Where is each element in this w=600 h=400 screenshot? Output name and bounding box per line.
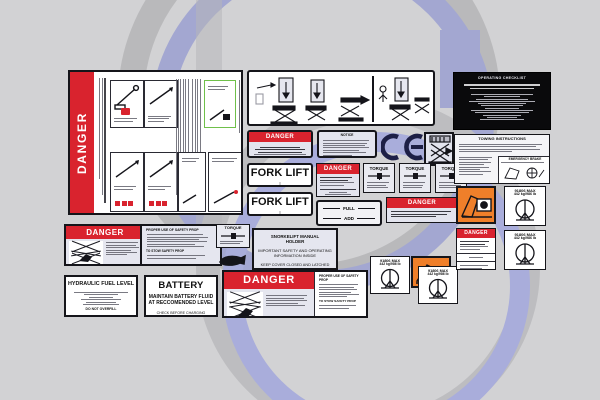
pinch-point-icon-1	[460, 195, 492, 218]
load-capacity-1-subtitle: 442 kg/986 lb	[513, 192, 537, 197]
load-capacity-2-subtitle: 442 kg/986 lb	[513, 236, 537, 241]
decal-danger-fall-hazard[interactable]: DANGER	[456, 228, 496, 270]
load-capacity-icon-3	[380, 268, 400, 289]
towing-instructions-title: TOWING INSTRUCTIONS	[478, 136, 526, 141]
decal-torque-2[interactable]: TORQUE	[399, 163, 431, 193]
battery-line1: MAINTAIN BATTERY FLUID	[148, 293, 214, 300]
decal-load-capacity-3[interactable]: 91806 MAX 442 kg/986 lb	[370, 256, 410, 294]
torque-left-icon	[221, 232, 245, 239]
decal-pictogram-strip[interactable]	[247, 70, 435, 126]
main-danger-pictogram-1	[110, 80, 144, 128]
manual-holder-line5: KEEP COVER CLOSED AND LATCHED	[260, 263, 330, 268]
manual-holder-line3: IMPORTANT SAFETY AND OPERATING	[258, 248, 332, 254]
towing-emergency-brake-title: EMERGENCY BRAKE	[508, 156, 542, 161]
fluid-level-add-label: ADD	[344, 216, 354, 221]
load-capacity-icon-4	[428, 278, 448, 299]
battery-line2: AT RECCOMENDED LEVEL	[148, 299, 214, 306]
fork-lift-1-label: FORK LIFT	[250, 167, 310, 179]
decal-battery[interactable]: BATTERY MAINTAIN BATTERY FLUID AT RECCOM…	[144, 275, 218, 317]
danger-electrocution-title: DANGER	[249, 132, 311, 142]
decal-horn-icon[interactable]	[217, 252, 249, 270]
safety-prop-left-section2: TO STOW SAFETY PROP	[146, 249, 185, 254]
danger-tipover-title: DANGER	[317, 164, 359, 174]
danger-fall-hazard-title: DANGER	[457, 229, 495, 238]
main-danger-sub-box	[178, 152, 206, 212]
torque-left-title: TORQUE	[224, 225, 242, 230]
pictogram-strip-graphics	[255, 76, 430, 124]
notice-block-title: NOTICE	[340, 133, 354, 137]
load-capacity-4-title: 91806 MAX	[427, 269, 449, 273]
decal-danger-tipover[interactable]: DANGER	[316, 163, 360, 197]
load-capacity-icon-2	[515, 243, 535, 265]
decal-danger-crush-right[interactable]: DANGER	[222, 270, 368, 318]
decal-torque-1[interactable]: TORQUE	[363, 163, 395, 193]
decal-load-capacity-2[interactable]: 91806 MAX 442 kg/986 lb	[504, 230, 546, 270]
main-danger-body-col-3	[236, 80, 241, 140]
decal-safety-prop-left[interactable]: PROPER USE OF SAFETY PROP TO STOW SAFETY…	[140, 224, 222, 266]
ce-mark-icon	[381, 133, 423, 161]
decal-torque-left[interactable]: TORQUE	[216, 224, 250, 248]
torque-2-icon	[404, 173, 426, 180]
main-danger-highlight-box	[204, 80, 236, 128]
battery-footer: CHECK BEFORE CHARGING	[156, 311, 206, 316]
decal-main-danger-panel[interactable]: DANGER	[68, 70, 243, 215]
torque-2-title: TORQUE	[405, 166, 425, 171]
hydraulic-fuel-level-title: HYDRAULIC FUEL LEVEL	[67, 281, 135, 287]
decal-danger-crush-left[interactable]: DANGER	[64, 224, 146, 266]
torque-1-icon	[368, 173, 390, 181]
decal-load-capacity-1[interactable]: 91806 MAX 442 kg/986 lb	[504, 186, 546, 226]
torque-1-title: TORQUE	[369, 166, 389, 171]
hydraulic-fuel-level-footer: DO NOT OVERFILL	[85, 307, 117, 312]
decal-load-capacity-4[interactable]: 91806 MAX 442 kg/986 lb	[418, 266, 458, 304]
manual-holder-line1: SNORKELIFT MANUAL	[270, 234, 320, 239]
load-capacity-4-subtitle: 442 kg/986 lb	[427, 272, 449, 277]
safety-prop-left-heading: PROPER USE OF SAFETY PROP	[146, 228, 199, 232]
decal-fork-lift-1[interactable]: FORK LIFT ↓	[247, 163, 313, 187]
main-danger-spine-label: DANGER	[75, 111, 89, 174]
load-capacity-3-title: 91806 MAX	[379, 259, 401, 263]
fork-lift-1-arrow: ↓	[277, 178, 283, 187]
decal-fork-lift-2[interactable]: FORK LIFT ↓	[247, 192, 313, 216]
danger-interlocks-title: DANGER	[387, 198, 457, 208]
fluid-level-full-label: FULL	[343, 206, 355, 211]
decal-fluid-level[interactable]: FULL ADD	[316, 200, 382, 226]
main-danger-pictogram-2	[144, 80, 178, 128]
danger-spine: DANGER	[70, 72, 94, 213]
danger-crush-left-title: DANGER	[66, 226, 144, 239]
battery-title: BATTERY	[158, 280, 204, 291]
decal-scissor-lift-icon[interactable]	[424, 132, 454, 166]
torque-3-title: TORQUE	[441, 166, 461, 171]
decal-notice-block[interactable]: NOTICE	[317, 130, 377, 158]
main-danger-heading-text	[98, 78, 107, 213]
decal-operating-checklist[interactable]: OPERATING CHECKLIST	[453, 72, 551, 130]
load-capacity-2-title: 91806 MAX	[514, 232, 536, 237]
main-danger-sub-box-2	[208, 152, 241, 212]
main-danger-pictogram-4	[144, 152, 178, 212]
horn-icon	[219, 254, 246, 266]
decal-hydraulic-fuel-level[interactable]: HYDRAULIC FUEL LEVEL DO NOT OVERFILL	[64, 275, 138, 317]
decal-ce-mark[interactable]	[381, 132, 425, 162]
emergency-brake-icon	[504, 167, 545, 180]
decal-towing-instructions[interactable]: TOWING INSTRUCTIONS EMERGENCY BRAKE	[454, 134, 550, 184]
decal-manual-holder[interactable]: SNORKELIFT MANUAL HOLDER IMPORTANT SAFET…	[252, 228, 338, 270]
load-capacity-1-title: 91806 MAX	[514, 188, 536, 193]
load-capacity-icon-1	[515, 199, 535, 221]
safety-prop-right-section2: TO STOW SAFETY PROP	[319, 299, 356, 304]
main-danger-pictogram-3	[110, 152, 144, 212]
manual-holder-line4: INFORMATION INSIDE	[273, 252, 317, 258]
fork-lift-2-arrow: ↓	[277, 207, 283, 216]
scissor-lift-icon	[428, 135, 452, 164]
safety-prop-right-heading: PROPER USE OF SAFETY PROP	[319, 274, 359, 282]
danger-crush-right-title: DANGER	[224, 272, 314, 289]
manual-holder-line2: HOLDER	[285, 239, 305, 245]
operating-checklist-title: OPERATING CHECKLIST	[477, 76, 527, 80]
decal-danger-interlocks[interactable]: DANGER	[386, 197, 458, 223]
decal-danger-electrocution[interactable]: DANGER	[247, 130, 313, 158]
load-capacity-3-subtitle: 442 kg/986 lb	[379, 262, 401, 267]
decal-orange-pinch-1[interactable]	[456, 186, 496, 224]
fork-lift-2-label: FORK LIFT	[251, 196, 309, 208]
